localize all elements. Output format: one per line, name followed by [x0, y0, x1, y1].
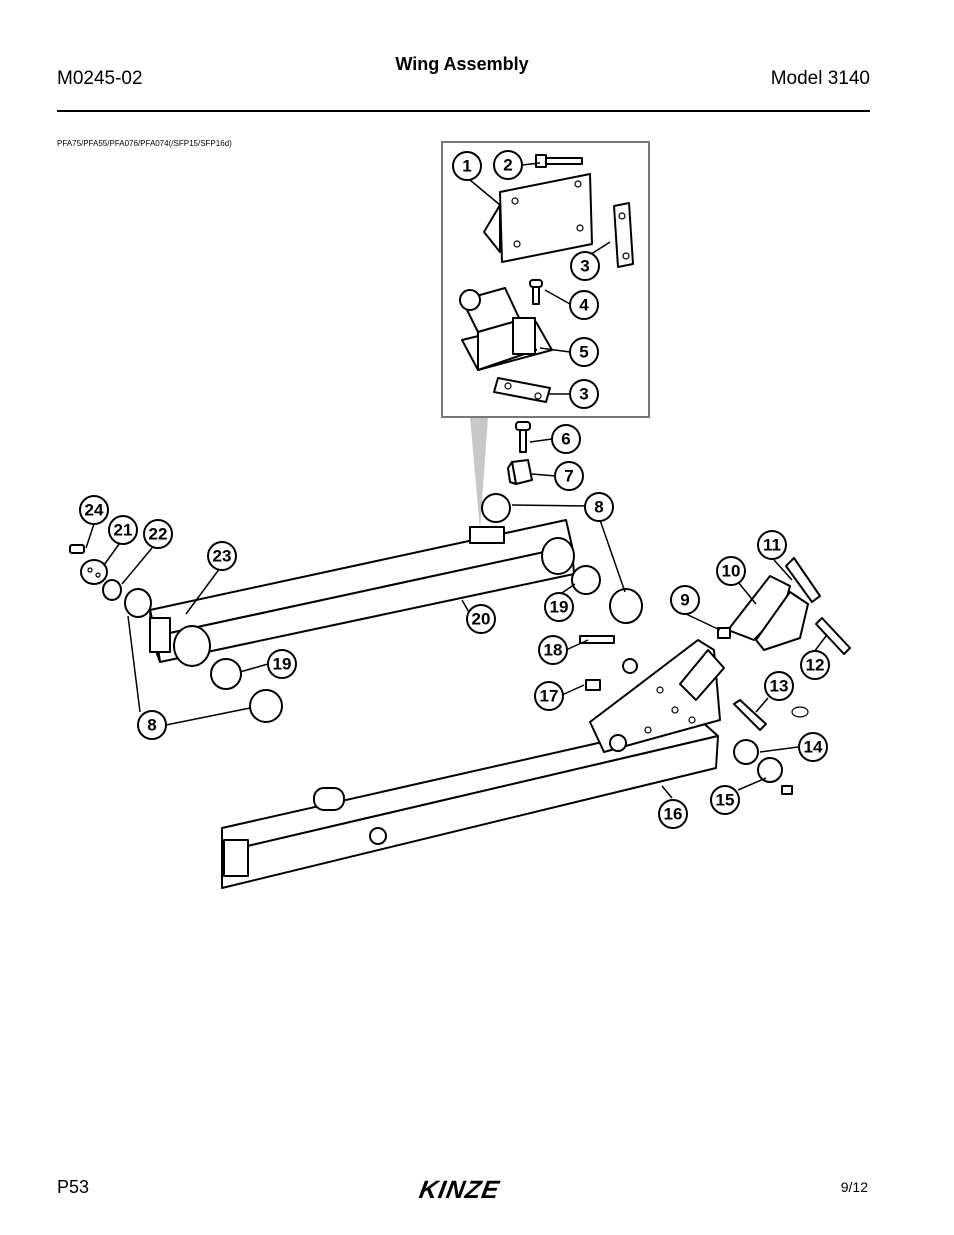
page-number: P53 — [57, 1177, 90, 1197]
callout-14: 14 — [798, 732, 828, 762]
spacer-ring-part — [102, 579, 122, 601]
callout-20: 20 — [466, 604, 496, 634]
model-label: Model 3140 — [770, 68, 870, 89]
svg-text:9: 9 — [680, 591, 689, 610]
svg-text:15: 15 — [716, 791, 735, 810]
svg-text:19: 19 — [550, 598, 569, 617]
callout-13: 13 — [764, 671, 794, 701]
bushing-part — [124, 493, 643, 723]
mounting-plate-part — [483, 173, 593, 263]
callout-2: 2 — [493, 150, 523, 180]
svg-text:2: 2 — [503, 156, 512, 175]
screw-part — [69, 544, 85, 554]
svg-text:23: 23 — [213, 547, 232, 566]
svg-text:11: 11 — [763, 536, 781, 555]
callout-23: 23 — [207, 541, 237, 571]
svg-text:12: 12 — [806, 656, 825, 675]
figure-reference: PFA75/PFA55/PFA076/PFA074(/SFP15/SFP16d) — [57, 139, 232, 148]
svg-text:8: 8 — [594, 498, 603, 517]
callout-11: 11 — [757, 530, 787, 560]
header-divider — [57, 110, 870, 112]
callout-6: 6 — [551, 424, 581, 454]
svg-text:22: 22 — [149, 525, 168, 544]
callout-16: 16 — [658, 799, 688, 829]
svg-text:18: 18 — [544, 641, 563, 660]
callout-8-left: 8 — [137, 710, 167, 740]
inset-connector — [470, 417, 488, 530]
callout-3: 3 — [570, 251, 600, 281]
hinge-bracket-part — [459, 287, 553, 371]
page-title: Wing Assembly — [395, 54, 529, 74]
wear-strip-part — [613, 202, 634, 268]
callout-1: 1 — [452, 151, 482, 181]
callout-21: 21 — [108, 515, 138, 545]
bolt-part — [535, 154, 583, 168]
carriage-bolt-part — [529, 279, 543, 305]
svg-text:24: 24 — [85, 501, 104, 520]
svg-text:3: 3 — [579, 385, 588, 404]
svg-text:16: 16 — [664, 805, 683, 824]
svg-text:19: 19 — [273, 655, 292, 674]
callout-19-left: 19 — [267, 649, 297, 679]
svg-text:14: 14 — [804, 738, 823, 757]
callout-12: 12 — [800, 650, 830, 680]
pivot-bracket-part — [589, 639, 725, 753]
callout-15: 15 — [710, 785, 740, 815]
svg-text:17: 17 — [540, 687, 559, 706]
svg-text:5: 5 — [579, 343, 588, 362]
callout-4: 4 — [569, 290, 599, 320]
wing-beam-part — [149, 519, 575, 667]
svg-text:7: 7 — [564, 467, 573, 486]
callout-18: 18 — [538, 635, 568, 665]
svg-text:10: 10 — [722, 562, 741, 581]
svg-text:13: 13 — [770, 677, 789, 696]
callout-8-upper: 8 — [584, 492, 614, 522]
svg-text:3: 3 — [580, 257, 589, 276]
hardware-part — [579, 627, 809, 795]
callout-22: 22 — [143, 519, 173, 549]
svg-text:4: 4 — [579, 296, 589, 315]
revision-date: 9/12 — [840, 1179, 868, 1195]
callout-3-lower: 3 — [569, 379, 599, 409]
svg-text:1: 1 — [462, 157, 471, 176]
end-cap-part — [80, 559, 108, 585]
svg-text:KINZE: KINZE — [417, 1176, 502, 1204]
latch-part — [727, 575, 809, 651]
callout-5: 5 — [569, 337, 599, 367]
pin-part — [733, 557, 851, 731]
svg-text:21: 21 — [114, 521, 133, 540]
callout-7: 7 — [554, 461, 584, 491]
clip-part — [507, 459, 533, 485]
svg-text:8: 8 — [147, 716, 156, 735]
document-number: M0245-02 — [57, 68, 143, 89]
kinze-logo: KINZE — [417, 1176, 502, 1204]
callout-9: 9 — [670, 585, 700, 615]
main-frame-part — [221, 719, 719, 889]
lower-strip-part — [493, 377, 551, 403]
callout-10: 10 — [716, 556, 746, 586]
svg-text:6: 6 — [561, 430, 570, 449]
callout-19-right: 19 — [544, 592, 574, 622]
callout-24: 24 — [79, 495, 109, 525]
callout-17: 17 — [534, 681, 564, 711]
bolt-below-part — [515, 421, 531, 453]
svg-text:20: 20 — [472, 610, 491, 629]
